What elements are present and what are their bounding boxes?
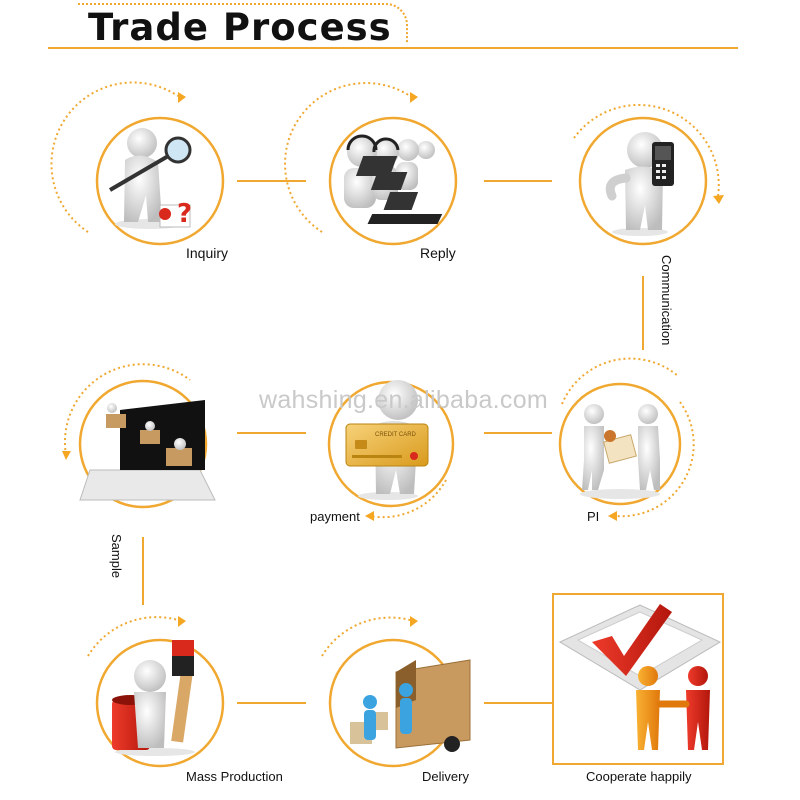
step-cooperate [552, 593, 724, 765]
label-delivery: Delivery [422, 769, 469, 784]
step-sample [62, 363, 216, 509]
magnifier-inquiry-icon: ? [108, 128, 192, 229]
page-title: Trade Process [88, 6, 392, 49]
flow-arrow-icon [178, 616, 186, 627]
delivery-truck-icon [350, 659, 471, 752]
flow-arrow-icon [410, 92, 418, 103]
flow-arrow-icon [608, 511, 617, 521]
connector-lines [142, 180, 644, 704]
step-pi [558, 357, 695, 521]
handshake-document-icon [580, 404, 660, 499]
laptop-boxes-icon [79, 400, 216, 501]
label-mass-production: Mass Production [186, 769, 283, 784]
call-center-headset-icon [344, 134, 443, 224]
step-payment: CREDIT CARD [327, 380, 455, 521]
step-delivery [321, 616, 471, 768]
svg-text:CREDIT CARD: CREDIT CARD [375, 432, 417, 438]
step-inquiry: ? [50, 81, 225, 246]
mobile-phone-icon [605, 132, 674, 236]
label-sample: Sample [109, 534, 124, 579]
flow-arrow-icon [62, 451, 71, 460]
label-inquiry: Inquiry [186, 245, 229, 261]
label-payment: payment [310, 509, 360, 524]
watermark-text: wahshing.en.alibaba.com [259, 386, 549, 414]
label-communication: Communication [659, 255, 674, 346]
svg-text:?: ? [177, 199, 192, 229]
credit-card-icon: CREDIT CARD [345, 380, 429, 500]
title-underline [48, 47, 738, 49]
flow-arrow-icon [365, 511, 374, 521]
step-mass-production [87, 616, 225, 768]
flow-arrow-icon [178, 92, 186, 103]
label-pi: PI [587, 509, 600, 524]
title-dotted-frame [78, 3, 408, 43]
label-reply: Reply [420, 245, 456, 261]
label-cooperate: Cooperate happily [586, 769, 692, 784]
step-reply [284, 82, 458, 246]
checkmark-handshake-icon [558, 604, 722, 750]
flow-arrow-icon [713, 195, 724, 204]
flow-arrow-icon [410, 616, 418, 627]
paintbrush-bucket-icon [112, 640, 195, 756]
step-communication [573, 103, 724, 246]
